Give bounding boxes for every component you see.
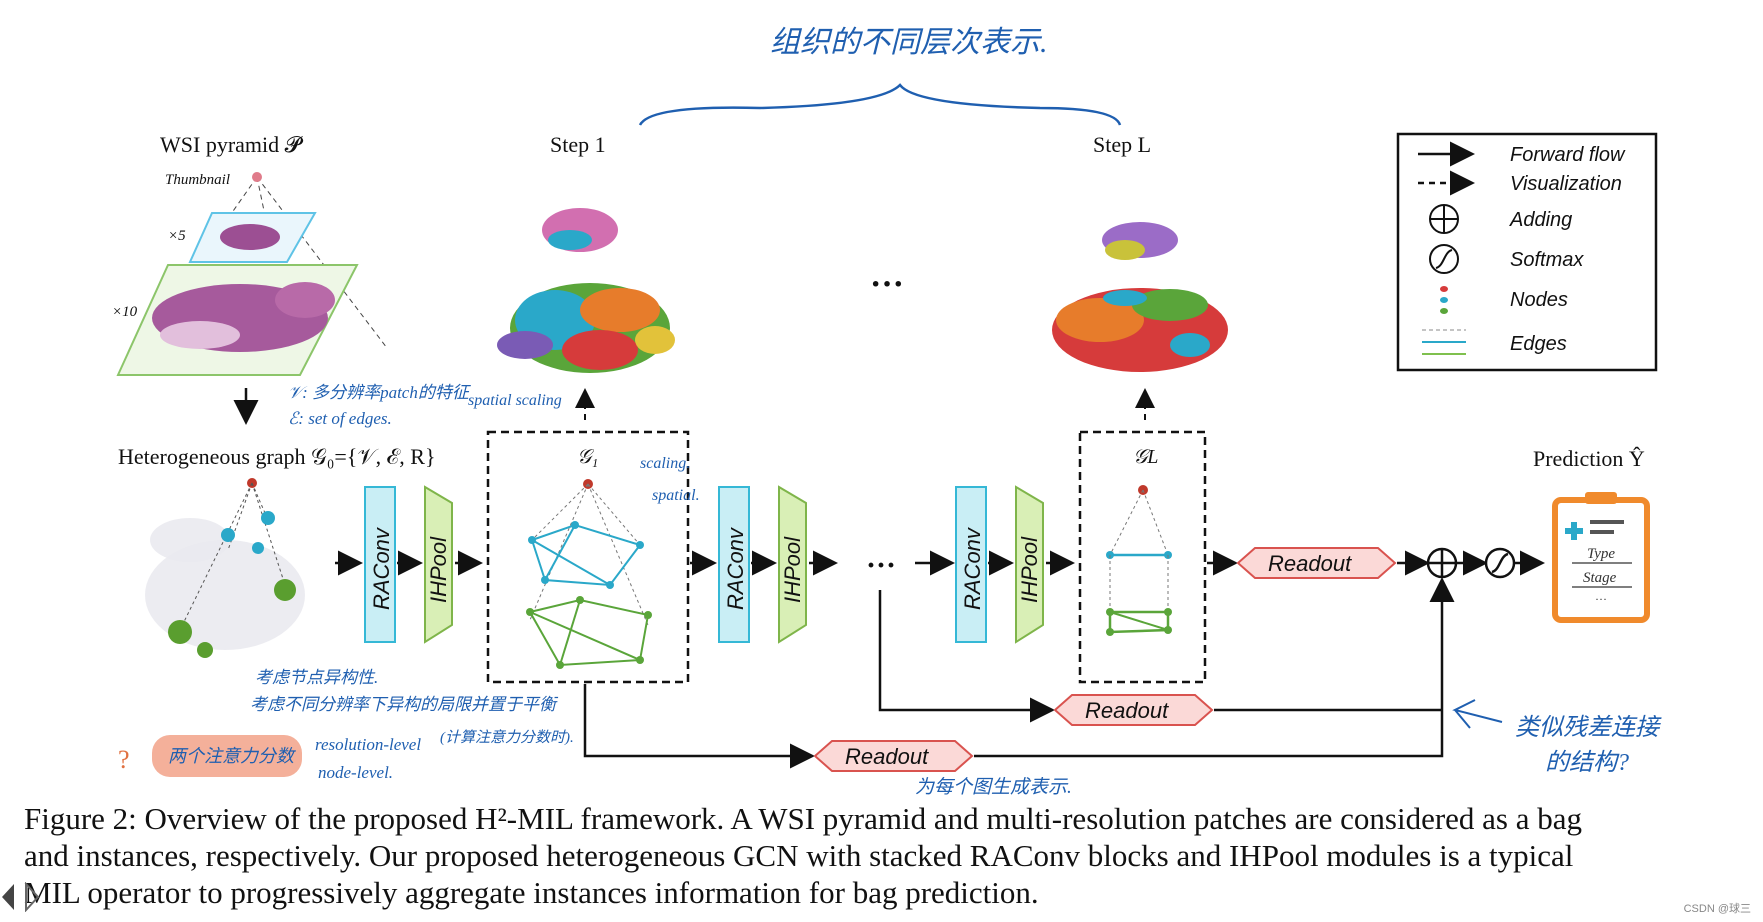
residual-path-lower-right	[974, 577, 1455, 758]
sigmoid-circle-icon	[1429, 244, 1459, 274]
hetero-graph-label: Heterogeneous graph 𝒢₀={𝒱, ℰ, R}	[118, 444, 436, 469]
colored-dots-icon	[1440, 286, 1448, 314]
raconv-label-2: RAConv	[723, 526, 748, 610]
scaling-note: scaling.	[640, 455, 690, 472]
residual-path-middle	[878, 590, 1055, 723]
residual-note-1: 类似残差连接	[1515, 714, 1662, 741]
attention-badge	[152, 735, 302, 777]
adding-node	[1426, 547, 1458, 579]
caption-line-2: and instances, respectively. Our propose…	[24, 838, 1574, 873]
spatial-scaling-note: spatial scaling	[468, 392, 562, 409]
caption-line-3: MIL operator to progressively aggregate …	[24, 875, 1039, 910]
step-1-label: Step 1	[550, 132, 606, 157]
legend: Forward flow Visualization Adding Softma…	[1396, 132, 1658, 372]
readout-label-lower: Readout	[845, 744, 929, 769]
readout-label-middle: Readout	[1085, 698, 1169, 723]
g1-graph-box: 𝒢₁	[486, 430, 690, 684]
raconv-note-2: 考虑不同分辨率下异构的局限并置于平衡	[250, 695, 559, 714]
wsi-pyramid	[116, 172, 388, 376]
flow-ellipsis: ···	[866, 549, 896, 582]
e-note: ℰ: set of edges.	[288, 409, 392, 428]
ihpool-label-2: IHPool	[780, 536, 805, 603]
ihpool-block-1: IHPool	[424, 485, 453, 644]
resolution-level-note: resolution-level	[315, 735, 421, 754]
gl-label: 𝒢L	[1133, 446, 1158, 468]
raconv-block-2: RAConv	[718, 486, 750, 643]
steps-ellipsis: ···	[870, 266, 904, 303]
question-mark: ?	[118, 745, 130, 774]
raconv-block-3: RAConv	[955, 486, 987, 643]
g1-label: 𝒢₁	[577, 446, 598, 468]
raconv-block-1: RAConv	[364, 486, 396, 643]
ihpool-label-3: IHPool	[1017, 536, 1042, 603]
raconv-label-1: RAConv	[369, 526, 394, 610]
ihpool-block-3: IHPool	[1015, 485, 1044, 644]
colored-lines-icon	[1422, 329, 1466, 355]
readout-block-lower: Readout	[813, 740, 974, 772]
step-l-visualization	[1052, 222, 1228, 372]
raconv-label-3: RAConv	[960, 526, 985, 610]
gl-graph-box: 𝒢L	[1078, 430, 1207, 684]
readout-note: 为每个图生成表示.	[915, 776, 1072, 798]
calc-note: (计算注意力分数时).	[440, 729, 574, 746]
x5-label: ×5	[168, 228, 186, 244]
top-brace	[638, 83, 1122, 126]
ihpool-block-2: IHPool	[778, 485, 807, 644]
watermark: CSDN @球三	[1683, 903, 1751, 915]
next-arrow-icon[interactable]	[22, 882, 46, 912]
clipboard-stage: Stage	[1583, 570, 1617, 586]
legend-forward-flow: Forward flow	[1510, 144, 1626, 166]
legend-softmax: Softmax	[1510, 249, 1584, 271]
figure-caption: Figure 2: Overview of the proposed H²-MI…	[24, 800, 1754, 911]
step-1-visualization	[497, 208, 675, 373]
prediction-label: Prediction Ŷ	[1533, 446, 1645, 471]
v-note: 𝒱: 多分辨率patch的特征	[288, 383, 472, 402]
readout-block-main: Readout	[1236, 547, 1397, 579]
thumbnail-label: Thumbnail	[165, 172, 230, 188]
prediction-clipboard-icon: Type Stage ···	[1552, 492, 1650, 623]
residual-note-arrow	[1452, 699, 1503, 729]
node-level-note: node-level.	[318, 763, 393, 782]
readout-block-middle: Readout	[1053, 694, 1214, 726]
ihpool-label-1: IHPool	[426, 536, 451, 603]
legend-adding: Adding	[1509, 209, 1572, 231]
step-l-label: Step L	[1093, 132, 1151, 157]
caption-line-1: Figure 2: Overview of the proposed H²-MI…	[24, 801, 1583, 836]
softmax-node	[1484, 547, 1516, 579]
legend-visualization: Visualization	[1510, 173, 1622, 195]
raconv-note-1: 考虑节点异构性.	[255, 668, 378, 687]
spatial-note: spatial.	[652, 487, 700, 504]
top-brace-note: 组织的不同层次表示.	[770, 26, 1048, 59]
clipboard-type: Type	[1587, 546, 1615, 562]
wsi-pyramid-title: WSI pyramid 𝓟	[160, 132, 304, 157]
legend-edges: Edges	[1510, 333, 1567, 355]
legend-nodes: Nodes	[1510, 289, 1568, 311]
x10-label: ×10	[112, 304, 138, 320]
residual-note-2: 的结构?	[1545, 749, 1629, 776]
residual-path-lower	[583, 684, 815, 769]
clipboard-more: ···	[1595, 592, 1607, 606]
readout-label-main: Readout	[1268, 551, 1352, 576]
prev-arrow-icon[interactable]	[0, 882, 16, 912]
hetero-graph	[145, 478, 305, 658]
attention-note: 两个注意力分数	[168, 746, 296, 766]
